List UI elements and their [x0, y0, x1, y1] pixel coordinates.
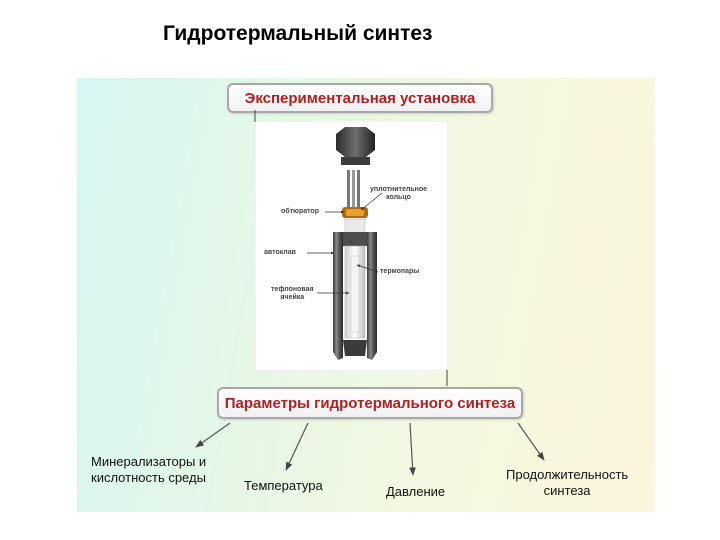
teflon-cell-label: тефлоновая ячейка — [271, 286, 314, 302]
param-duration-line: синтеза — [543, 483, 591, 498]
teflon-cell-label-line: тефлоновая — [271, 286, 314, 293]
seal-label-line: кольцо — [386, 194, 411, 201]
obturator-label: обтюратор — [281, 208, 320, 215]
param-duration-line: Продолжительность — [506, 467, 629, 482]
seal-pointer — [360, 192, 383, 211]
param-temperature: Температура — [244, 478, 323, 493]
seal-label-line: уплотнительное — [370, 186, 428, 193]
autoclave-cap — [336, 127, 375, 165]
thermocouples-pointer — [356, 264, 379, 273]
autoclave-body — [333, 232, 377, 360]
setup-label-box: Экспериментальная установка — [227, 83, 493, 113]
param-mineralizers-line: кислотность среды — [91, 470, 206, 485]
thermocouples-label: термопары — [380, 268, 420, 275]
param-duration: Продолжительность синтеза — [506, 467, 628, 499]
teflon-cell — [344, 245, 366, 339]
seal-label: уплотнительное кольцо — [370, 186, 427, 202]
parameters-label-text: Параметры гидротермального синтеза — [224, 394, 516, 412]
arrow-temperature — [285, 422, 309, 471]
arrow-pressure — [409, 422, 416, 476]
page-title: Гидротермальный синтез — [163, 22, 433, 45]
arrow-mineralizers — [195, 422, 231, 448]
param-mineralizers: Минерализаторы и кислотность среды — [91, 454, 206, 486]
teflon-cell-label-line: ячейка — [280, 294, 305, 301]
obturator — [344, 218, 366, 234]
autoclave-label: автоклав — [264, 249, 296, 256]
param-mineralizers-line: Минерализаторы и — [91, 454, 207, 469]
parameters-label-box: Параметры гидротермального синтеза — [217, 387, 523, 419]
setup-label-text: Экспериментальная установка — [244, 89, 476, 107]
thermocouple-rods — [347, 170, 360, 210]
arrow-duration — [517, 422, 545, 461]
seal-ring — [342, 207, 368, 218]
param-pressure: Давление — [386, 484, 446, 499]
